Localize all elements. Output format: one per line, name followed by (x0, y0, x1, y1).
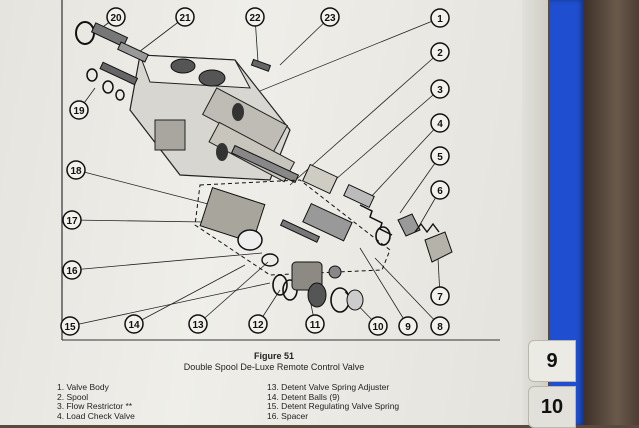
svg-text:2: 2 (437, 48, 443, 59)
callout-17: 17 (62, 210, 82, 230)
desk-background (584, 0, 639, 425)
svg-text:6: 6 (437, 186, 443, 197)
svg-text:18: 18 (70, 166, 82, 177)
svg-text:14: 14 (128, 320, 140, 331)
callout-9: 9 (398, 316, 418, 336)
svg-text:20: 20 (110, 13, 122, 24)
plug-and-seal-parts (75, 21, 149, 101)
legend-item: 1. Valve Body (57, 382, 109, 392)
callout-16: 16 (62, 260, 82, 280)
callout-10: 10 (368, 316, 388, 336)
screw-part (250, 58, 272, 72)
parts-legend-left: 1. Valve Body 2. Spool 3. Flow Restricto… (57, 382, 135, 421)
legend-item: 14. Detent Balls (9) (267, 391, 340, 402)
callout-15: 15 (60, 316, 80, 336)
svg-text:10: 10 (372, 322, 384, 333)
callout-markers: 1 2 3 4 5 6 7 8 9 10 11 12 13 14 15 16 1… (60, 7, 450, 336)
exploded-valve-diagram: 1 2 3 4 5 6 7 8 9 10 11 12 13 14 15 16 1… (60, 0, 500, 341)
assembly-outline (194, 179, 391, 276)
callout-7: 7 (430, 286, 450, 306)
callout-2: 2 (430, 42, 450, 62)
callout-21: 21 (175, 7, 195, 27)
svg-text:13: 13 (192, 320, 204, 331)
svg-text:22: 22 (249, 13, 261, 24)
callout-13: 13 (188, 314, 208, 334)
figure-subtitle: Double Spool De-Luxe Remote Control Valv… (183, 362, 365, 372)
leader-lines (69, 16, 441, 327)
legend-item: 4. Load Check Valve (57, 410, 135, 421)
callout-3: 3 (430, 79, 450, 99)
svg-text:15: 15 (64, 322, 76, 333)
callout-8: 8 (430, 316, 450, 336)
manual-page (0, 0, 548, 425)
legend-item: 3. Flow Restrictor ** (57, 401, 133, 412)
parts-legend-right: 13. Detent Valve Spring Adjuster 14. Det… (267, 382, 400, 421)
index-tab-9[interactable]: 9 (528, 340, 576, 382)
callout-20: 20 (106, 7, 126, 27)
svg-text:21: 21 (179, 13, 191, 24)
callout-5: 5 (430, 146, 450, 166)
detent-parts (199, 187, 364, 313)
callout-11: 11 (305, 314, 325, 334)
index-tab-10[interactable]: 10 (528, 386, 576, 428)
callout-22: 22 (245, 7, 265, 27)
svg-text:23: 23 (324, 13, 336, 24)
svg-text:19: 19 (73, 106, 85, 117)
callout-4: 4 (430, 113, 450, 133)
legend-item: 2. Spool (57, 391, 89, 402)
legend-item: 13. Detent Valve Spring Adjuster (267, 382, 390, 392)
callout-6: 6 (430, 180, 450, 200)
svg-text:11: 11 (310, 320, 321, 331)
callout-18: 18 (66, 160, 86, 180)
valve-body-drawing (129, 54, 296, 183)
svg-text:3: 3 (437, 85, 443, 96)
svg-text:17: 17 (66, 216, 78, 227)
callout-1: 1 (430, 8, 450, 28)
svg-text:5: 5 (437, 152, 443, 163)
legend-item: 16. Spacer (267, 410, 309, 421)
svg-text:8: 8 (437, 322, 443, 333)
callout-14: 14 (124, 314, 144, 334)
figure-title: Figure 51 (253, 351, 294, 361)
callout-12: 12 (248, 314, 268, 334)
svg-text:4: 4 (437, 119, 443, 130)
svg-text:1: 1 (437, 14, 443, 25)
svg-text:12: 12 (252, 320, 264, 331)
svg-text:7: 7 (437, 292, 443, 303)
legend-item: 15. Detent Regulating Valve Spring (267, 401, 400, 412)
svg-text:9: 9 (405, 322, 411, 333)
svg-text:16: 16 (66, 266, 78, 277)
spool-train-parts (230, 144, 453, 263)
callout-23: 23 (320, 7, 340, 27)
callout-19: 19 (69, 100, 89, 120)
